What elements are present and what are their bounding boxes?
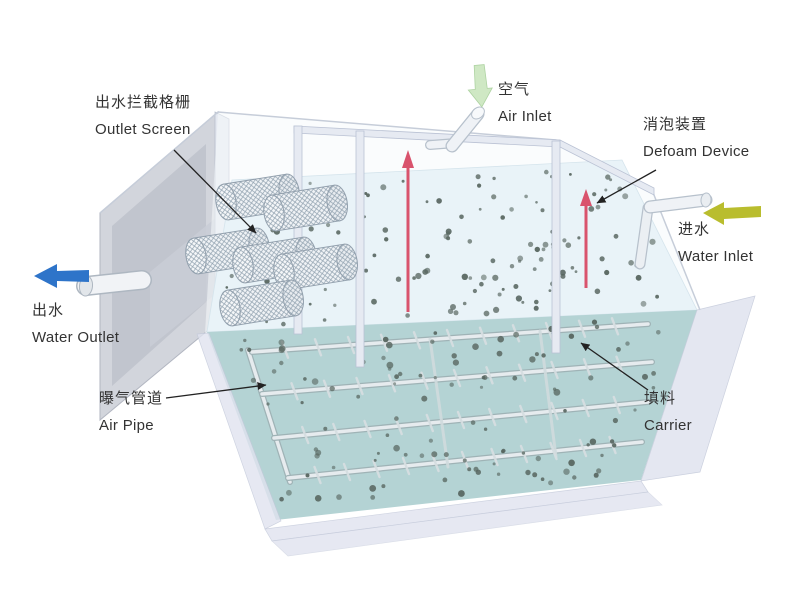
defoam-devices xyxy=(402,150,592,312)
label-air-pipe-zh: 曝气管道 xyxy=(99,390,164,407)
label-carrier-en: Carrier xyxy=(644,417,692,434)
label-air-inlet: 空气 Air Inlet xyxy=(498,82,552,124)
air-pipe-grid xyxy=(245,317,655,485)
carrier-dots-floor xyxy=(239,319,661,502)
frame-post xyxy=(293,125,303,335)
label-water-outlet: 出水 Water Outlet xyxy=(32,303,119,345)
label-air-inlet-zh: 空气 xyxy=(498,81,531,98)
label-defoam-device-en: Defoam Device xyxy=(643,143,750,160)
water-inlet-pipe xyxy=(634,192,713,270)
frame-post xyxy=(355,130,365,368)
water-outlet-arrow xyxy=(34,264,89,288)
air-inlet-pipe xyxy=(425,106,485,153)
defoam-device-1-tip xyxy=(402,150,414,168)
label-air-pipe: 曝气管道 Air Pipe xyxy=(99,391,163,433)
pointer-air-pipe xyxy=(165,382,267,399)
label-water-inlet: 进水 Water Inlet xyxy=(678,222,753,264)
pointer-defoam-device xyxy=(596,169,657,204)
tank-front-walls xyxy=(196,295,756,557)
label-carrier-zh: 填料 xyxy=(644,390,677,407)
pointer-carrier xyxy=(580,342,649,391)
label-defoam-device-zh: 消泡装置 xyxy=(643,116,708,133)
frame-post xyxy=(551,140,561,354)
label-air-inlet-en: Air Inlet xyxy=(498,108,552,125)
defoam-device-2-tip xyxy=(580,189,592,206)
label-outlet-screen: 出水拦截格栅 Outlet Screen xyxy=(95,95,191,137)
tank-floor xyxy=(207,310,697,520)
label-water-inlet-en: Water Inlet xyxy=(678,248,754,265)
label-water-outlet-zh: 出水 xyxy=(32,302,65,319)
label-water-inlet-zh: 进水 xyxy=(678,221,711,238)
label-outlet-screen-en: Outlet Screen xyxy=(95,121,191,138)
label-carrier: 填料 Carrier xyxy=(644,391,692,433)
tank-frame xyxy=(293,125,655,368)
label-outlet-screen-zh: 出水拦截格栅 xyxy=(95,94,192,111)
air-inlet-arrow xyxy=(467,64,493,108)
water-inlet-arrow xyxy=(703,202,761,225)
pointer-arrows xyxy=(165,149,657,399)
pointer-outlet-screen xyxy=(173,149,257,234)
label-water-outlet-en: Water Outlet xyxy=(32,329,120,346)
label-air-pipe-en: Air Pipe xyxy=(99,417,154,434)
label-defoam-device: 消泡装置 Defoam Device xyxy=(643,117,749,159)
